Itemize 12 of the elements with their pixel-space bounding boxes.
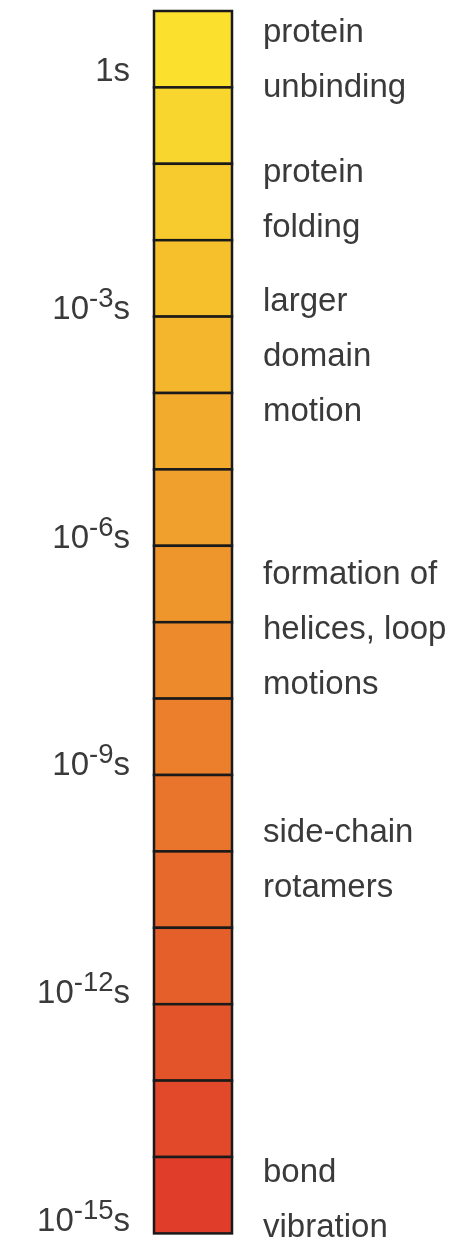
motion-label: protein unbinding	[263, 11, 408, 106]
time-scale-label: 10$^{-3}$s	[51, 281, 130, 328]
time-scale-label: 10$^{-9}$s	[51, 737, 130, 784]
time-scale-label: 10$^{-12}$s	[36, 965, 130, 1012]
time-scale-label: 1s	[94, 50, 130, 90]
motion-label: larger domain motion	[263, 280, 373, 430]
time-scale-label: 10$^{-15}$s	[36, 1193, 130, 1240]
time-scale-label: 10$^{-6}$s	[51, 510, 130, 557]
motion-label: formation of helices, loop motions	[263, 553, 448, 703]
motion-label: bond vibration	[263, 1151, 389, 1246]
motion-label: side-chain rotamers	[263, 811, 415, 906]
motion-label: protein folding	[263, 151, 365, 246]
